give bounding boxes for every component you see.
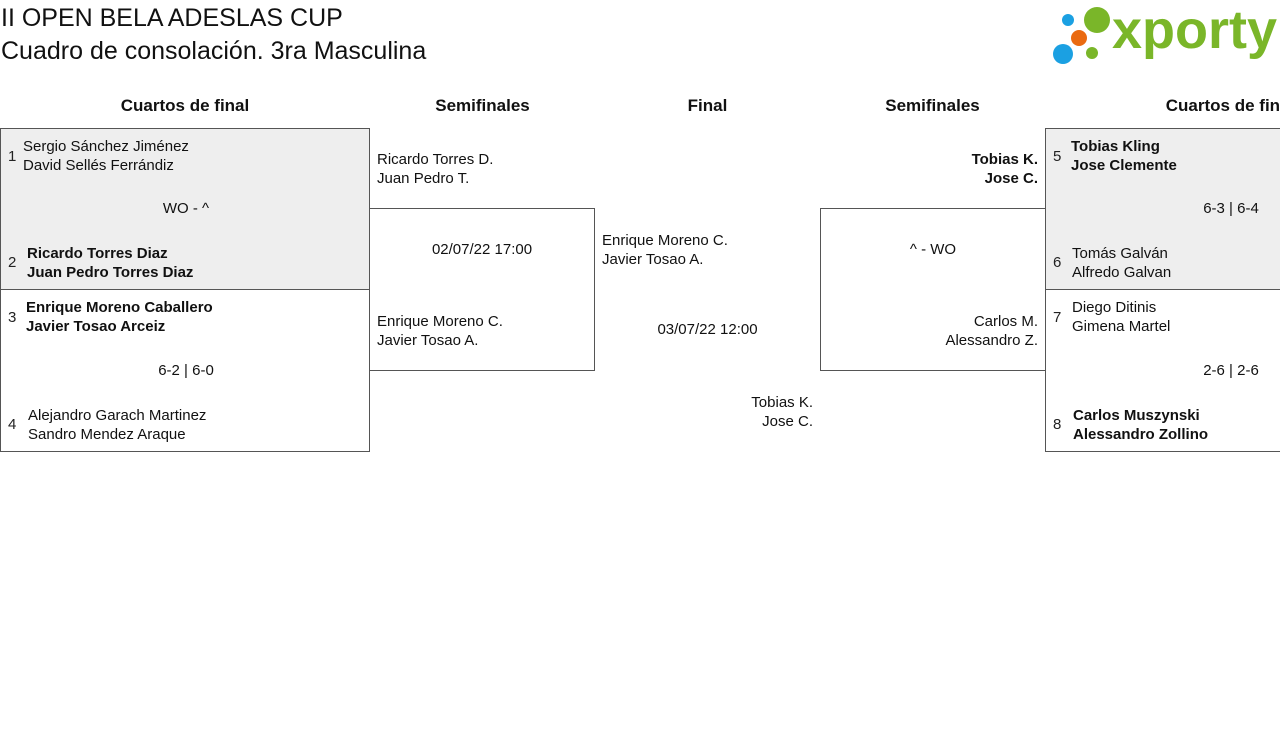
team-seed-8[interactable]: Carlos Muszynski Alessandro Zollino [1073, 406, 1208, 444]
team-seed-6[interactable]: Tomás Galván Alfredo Galvan [1072, 244, 1171, 282]
page-title: II OPEN BELA ADESLAS CUP [1, 4, 343, 32]
player-name: Alessandro Zollino [1073, 426, 1209, 443]
final-date: 03/07/22 12:00 [657, 321, 758, 338]
seed-number: 1 [8, 148, 17, 165]
round-header-right-qf: Cuartos de final [1165, 96, 1280, 115]
match-right-qf-2[interactable]: 7 Diego Ditinis Gimena Martel 2-6 | 2-6 … [1045, 289, 1280, 452]
player-name: Jose Clemente [1071, 157, 1177, 174]
team-seed-4[interactable]: Alejandro Garach Martinez Sandro Mendez … [28, 406, 206, 444]
seed-number: 7 [1053, 309, 1062, 326]
left-sf-team-1[interactable]: Ricardo Torres D. Juan Pedro T. [377, 150, 493, 188]
match-score: 6-2 | 6-0 [158, 362, 214, 379]
player-name: Jose C. [984, 170, 1038, 187]
player-name: Enrique Moreno Caballero [26, 299, 213, 316]
seed-number: 2 [8, 254, 17, 271]
round-header-right-sf: Semifinales [885, 96, 980, 115]
player-name: Ricardo Torres D. [377, 151, 494, 168]
match-left-qf-1[interactable]: 1 Sergio Sánchez Jiménez David Sellés Fe… [0, 128, 370, 290]
player-name: Tobias K. [751, 394, 813, 411]
match-right-qf-1[interactable]: 5 Tobias Kling Jose Clemente 6-3 | 6-4 6… [1045, 128, 1280, 290]
match-right-sf[interactable]: ^ - WO Carlos M. Alessandro Z. [820, 208, 1046, 371]
player-name: Diego Ditinis [1072, 299, 1157, 316]
final-team-1[interactable]: Enrique Moreno C. Javier Tosao A. [602, 231, 728, 269]
seed-number: 6 [1053, 254, 1062, 271]
match-score: 6-3 | 6-4 [1203, 200, 1259, 217]
player-name: Ricardo Torres Diaz [27, 245, 168, 262]
round-header-left-sf: Semifinales [435, 96, 530, 115]
player-name: Alejandro Garach Martinez [28, 407, 207, 424]
player-name: Javier Tosao A. [377, 332, 479, 349]
seed-number: 5 [1053, 148, 1062, 165]
match-date: 02/07/22 17:00 [431, 241, 533, 258]
player-name: Sergio Sánchez Jiménez [23, 138, 189, 155]
right-sf-team-2[interactable]: Carlos M. Alessandro Z. [821, 312, 1038, 350]
player-name: Alessandro Z. [945, 332, 1038, 349]
player-name: Carlos M. [973, 313, 1038, 330]
player-name: Tobias K. [971, 151, 1038, 168]
match-score: 2-6 | 2-6 [1203, 362, 1259, 379]
round-header-left-qf: Cuartos de final [120, 96, 250, 115]
xporty-logo[interactable]: xporty [1050, 0, 1278, 68]
match-score: ^ - WO [909, 241, 957, 258]
round-header-final: Final [687, 96, 728, 115]
team-seed-3[interactable]: Enrique Moreno Caballero Javier Tosao Ar… [26, 298, 213, 336]
team-seed-7[interactable]: Diego Ditinis Gimena Martel [1072, 298, 1170, 336]
player-name: Javier Tosao A. [602, 251, 704, 268]
team-seed-1[interactable]: Sergio Sánchez Jiménez David Sellés Ferr… [23, 137, 189, 175]
player-name: Javier Tosao Arceiz [26, 318, 166, 335]
player-name: Enrique Moreno C. [602, 232, 728, 249]
player-name: Jose C. [762, 413, 813, 430]
player-name: Tobias Kling [1071, 138, 1160, 155]
player-name: Sandro Mendez Araque [28, 426, 186, 443]
xporty-logo-icon [1053, 7, 1110, 64]
seed-number: 3 [8, 309, 17, 326]
player-name: Gimena Martel [1072, 318, 1171, 335]
player-name: Juan Pedro T. [377, 170, 470, 187]
match-left-sf[interactable]: 02/07/22 17:00 Enrique Moreno C. Javier … [369, 208, 595, 371]
player-name: Alfredo Galvan [1072, 264, 1172, 281]
page-subtitle: Cuadro de consolación. 3ra Masculina [1, 37, 427, 65]
match-left-qf-2[interactable]: 3 Enrique Moreno Caballero Javier Tosao … [0, 289, 370, 452]
seed-number: 4 [8, 416, 17, 433]
player-name: Tomás Galván [1072, 245, 1168, 262]
player-name: David Sellés Ferrándiz [23, 157, 174, 174]
final-team-2[interactable]: Tobias K. Jose C. [595, 393, 813, 431]
left-sf-team-2[interactable]: Enrique Moreno C. Javier Tosao A. [377, 312, 503, 350]
player-name: Carlos Muszynski [1073, 407, 1200, 424]
xporty-logo-text: xporty [1112, 0, 1278, 60]
player-name: Juan Pedro Torres Diaz [27, 264, 194, 281]
team-seed-5[interactable]: Tobias Kling Jose Clemente [1071, 137, 1177, 175]
player-name: Enrique Moreno C. [377, 313, 503, 330]
match-score: WO - ^ [162, 200, 210, 217]
right-sf-team-1[interactable]: Tobias K. Jose C. [820, 150, 1038, 188]
team-seed-2[interactable]: Ricardo Torres Diaz Juan Pedro Torres Di… [27, 244, 193, 282]
seed-number: 8 [1053, 416, 1062, 433]
